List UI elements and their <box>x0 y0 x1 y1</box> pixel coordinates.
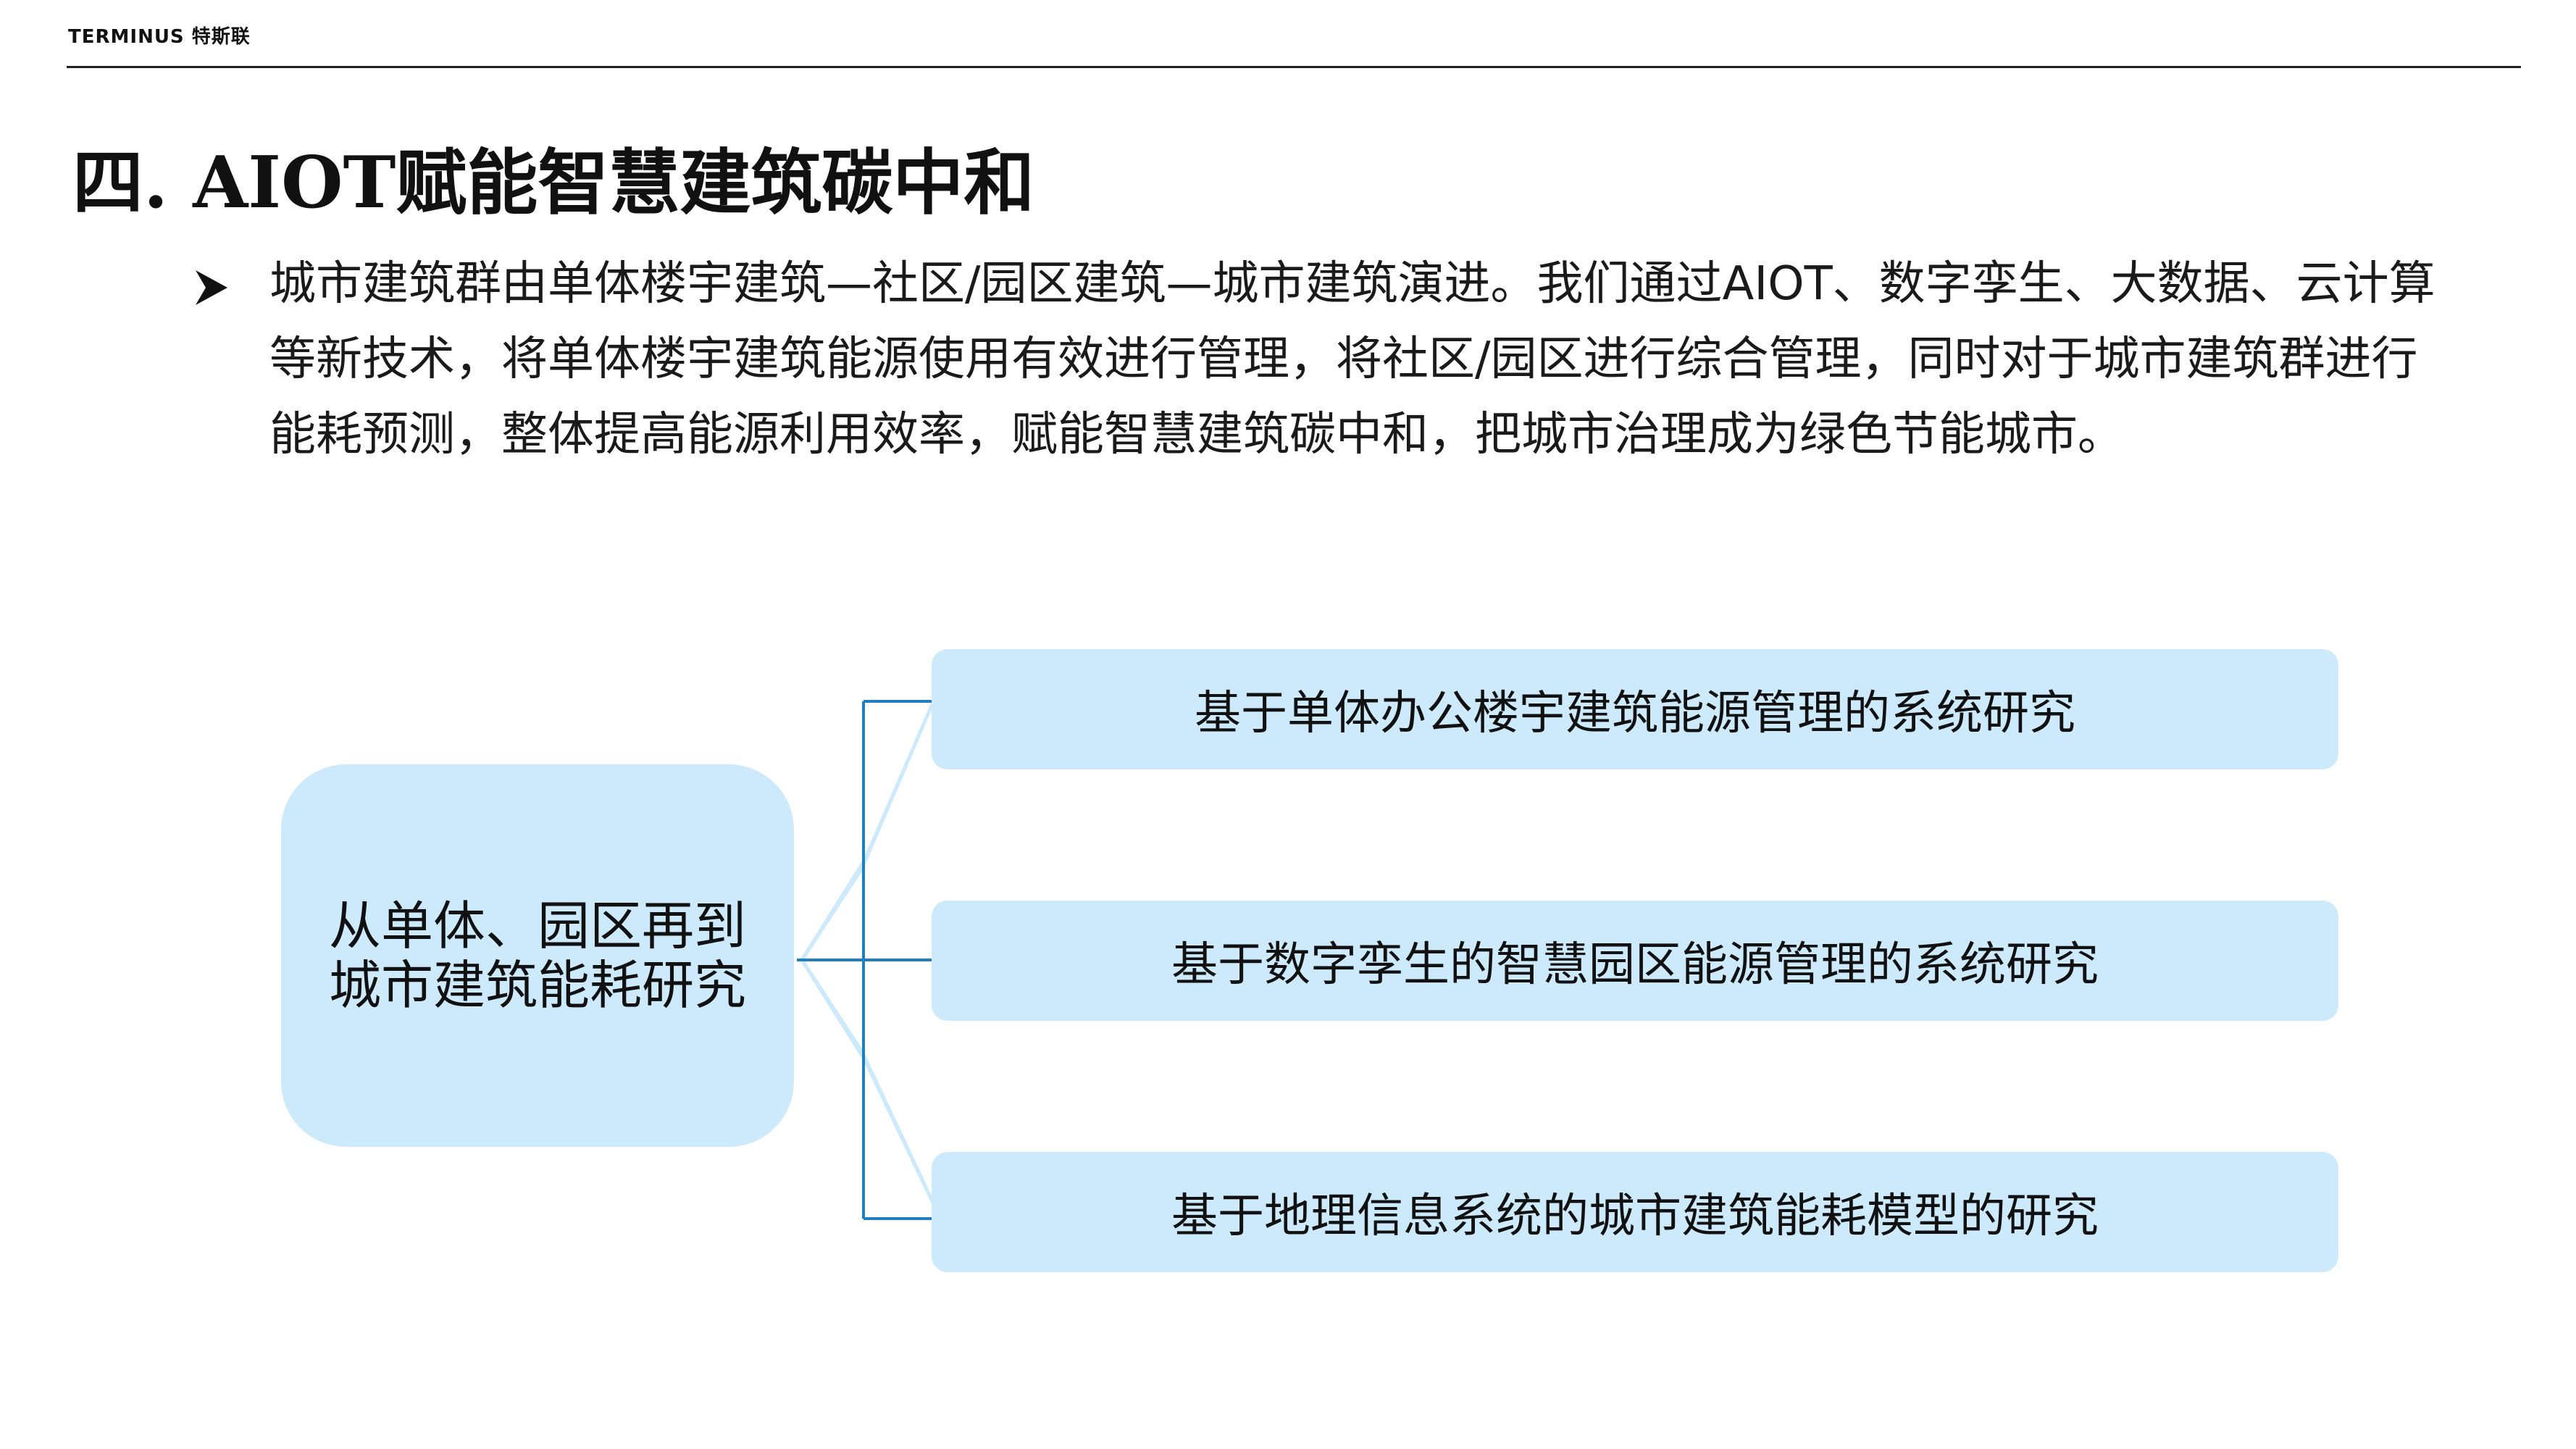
connector-wedge-top <box>800 701 932 960</box>
brand-logo: TERMINUS 特斯联 <box>68 26 251 48</box>
center-topic-label: 从单体、园区再到城市建筑能耗研究 <box>328 895 746 1016</box>
research-topic-box-1: 基于单体办公楼宇建筑能源管理的系统研究 <box>932 649 2338 769</box>
bullet-arrow-icon <box>196 270 227 305</box>
research-topic-box-3: 基于地理信息系统的城市建筑能耗模型的研究 <box>932 1152 2338 1272</box>
center-topic-box: 从单体、园区再到城市建筑能耗研究 <box>281 764 794 1147</box>
research-topic-label-3: 基于地理信息系统的城市建筑能耗模型的研究 <box>1171 1190 2099 1243</box>
research-topic-box-2: 基于数字孪生的智慧园区能源管理的系统研究 <box>932 901 2338 1021</box>
research-topic-label-1: 基于单体办公楼宇建筑能源管理的系统研究 <box>1195 687 2075 740</box>
slide-title: 四. AIOT赋能智慧建筑碳中和 <box>72 141 1035 225</box>
research-topic-label-2: 基于数字孪生的智慧园区能源管理的系统研究 <box>1171 938 2099 992</box>
connector-wedge-bottom <box>800 960 932 1204</box>
header-divider <box>67 66 2521 68</box>
bullet-paragraph: 城市建筑群由单体楼宇建筑—社区/园区建筑—城市建筑演进。我们通过AIOT、数字孪… <box>269 257 2435 462</box>
